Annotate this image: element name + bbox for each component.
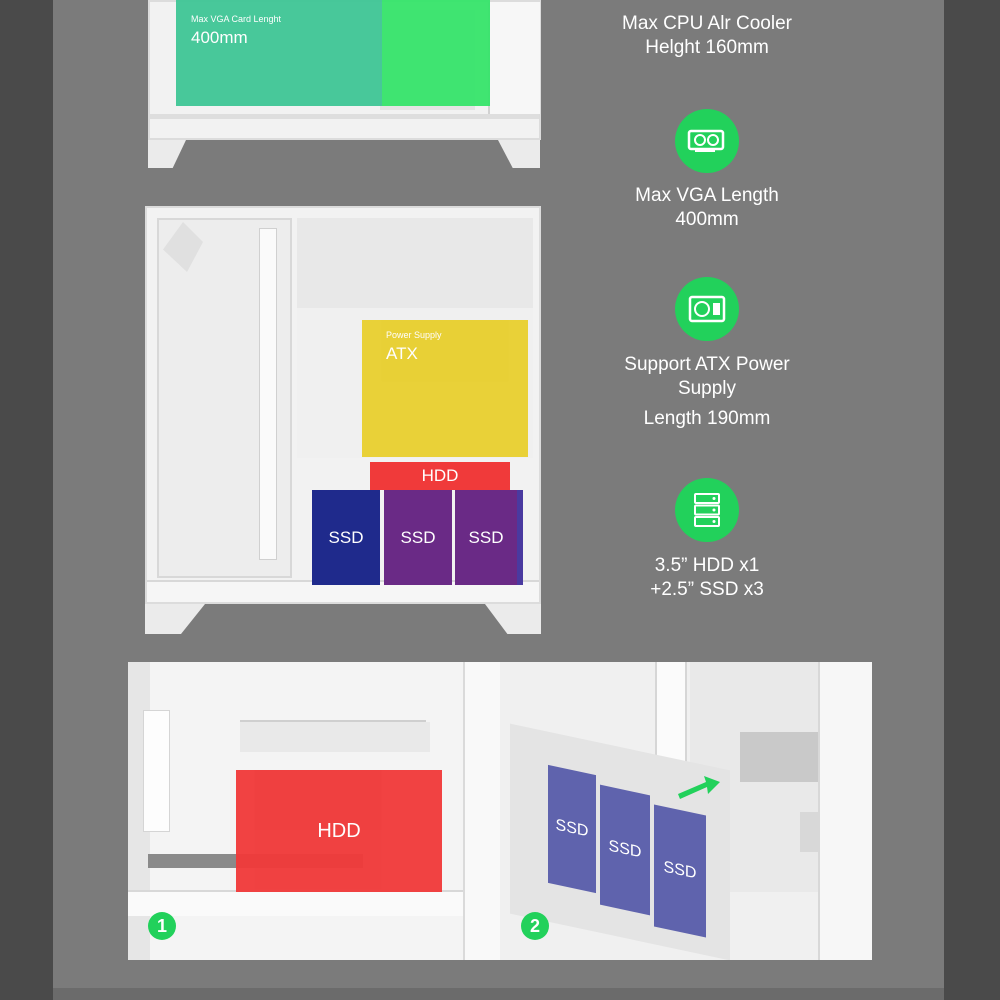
spec-drives-text: 3.5” HDD x1 +2.5” SSD x3 [597, 554, 817, 602]
front-glass-edge [488, 2, 540, 114]
graphics-card-icon [675, 109, 739, 173]
bottom-strip [53, 988, 944, 1000]
top-shroud [297, 218, 533, 308]
hdd-overlay: HDD [370, 462, 510, 490]
spec-line: Max CPU Alr Cooler [622, 13, 792, 34]
spec-line: Support ATX Power [624, 354, 790, 375]
insert-arrow-icon [678, 776, 720, 799]
vga-overlay-value: 400mm [191, 28, 248, 47]
ssd-overlay-1: SSD [312, 490, 380, 585]
drive-bays-icon [675, 478, 739, 542]
vga-card-shadow [176, 0, 382, 106]
ssd-overlay-2: SSD [384, 490, 452, 585]
spec-line: 3.5” HDD x1 [654, 555, 760, 576]
spec-psu-text: Support ATX Power Supply Length 190mm [597, 353, 817, 431]
ssd-overlay-3: SSD [455, 490, 523, 585]
spec-line: 400mm [675, 209, 739, 230]
power-supply-icon [675, 277, 739, 341]
spec-line: Supply [677, 378, 737, 399]
ssd-photo-overlay-1: SSD [548, 764, 596, 894]
spec-vga-text: Max VGA Length 400mm [597, 184, 817, 232]
rail-slot [143, 710, 170, 832]
step-1-badge: 1 [148, 912, 176, 940]
case-floor [150, 114, 539, 119]
ssd-photo-overlay-3: SSD [654, 804, 706, 938]
case-floor [128, 890, 500, 916]
cable-rail [259, 228, 277, 560]
left-dark-band [0, 0, 53, 1000]
spec-line: Max VGA Length [635, 185, 779, 206]
step-2-badge: 2 [521, 912, 549, 940]
vga-overlay-caption: Max VGA Card Lenght [191, 14, 282, 24]
ssd-photo-overlay-2: SSD [600, 784, 650, 916]
spec-line: Helght 160mm [645, 37, 769, 58]
cutout-top [240, 722, 430, 752]
psu-overlay-caption: Power Supply [386, 330, 442, 340]
spec-line: Length 190mm [643, 408, 771, 429]
psu-overlay-value: ATX [386, 344, 418, 363]
vga-length-overlay: Max VGA Card Lenght 400mm [176, 0, 490, 106]
hdd-photo-overlay: HDD [236, 770, 442, 892]
spec-cpu-cooler-text: Max CPU Alr Cooler Helght 160mm [597, 12, 817, 60]
right-dark-band [944, 0, 1000, 1000]
psu-overlay: Power Supply ATX [362, 320, 528, 457]
spec-line: +2.5” SSD x3 [650, 579, 764, 600]
cutout-edge [240, 720, 426, 722]
front-glass [818, 662, 872, 960]
front-edge [463, 662, 500, 960]
